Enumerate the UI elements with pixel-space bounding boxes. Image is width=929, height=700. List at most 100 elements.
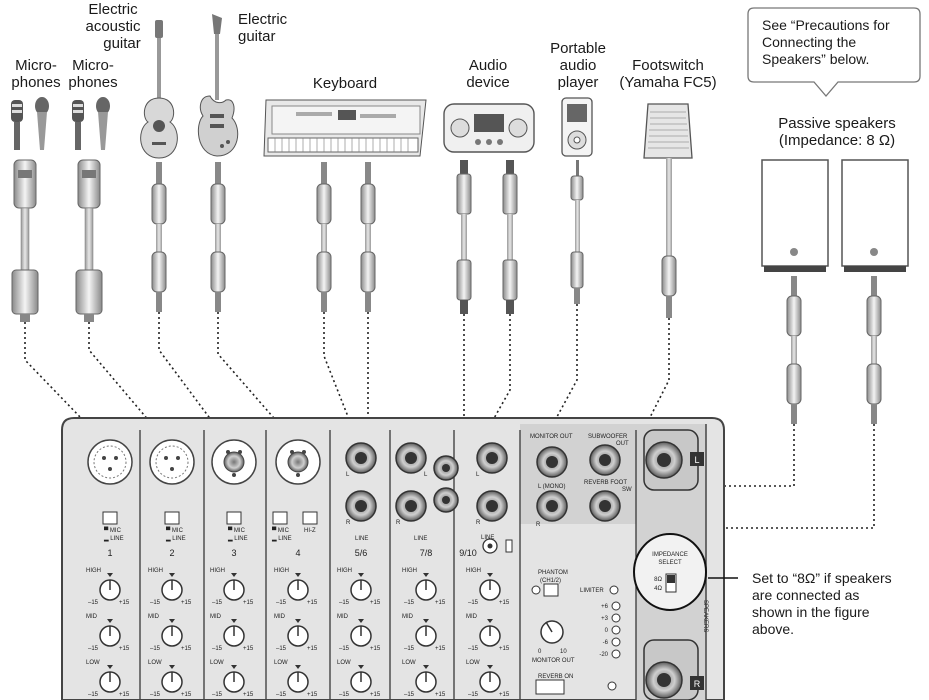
eq-knob[interactable] [479,573,501,601]
mic-label: ▀ MIC [104,526,122,534]
eq-knob[interactable] [99,619,121,647]
eq-band-label: HIGH [274,568,289,574]
eq-knob[interactable] [223,573,245,601]
subwoofer-out-jack[interactable] [589,444,621,476]
eq-min-label: –15 [339,692,350,698]
combo-jack-ch3[interactable] [211,439,257,485]
eq-knob[interactable] [350,665,372,693]
phone-jack-ch9-l[interactable] [476,442,508,474]
eq-knob[interactable] [287,665,309,693]
phone-cable-electric-guitar [210,162,226,312]
eq-min-label: –15 [468,600,479,606]
eq-max-label: +15 [181,692,192,698]
eq-knob[interactable] [99,573,121,601]
xlr-jack-ch1[interactable] [87,439,133,485]
eq-max-label: +15 [370,646,381,652]
mic-line-switch-ch3[interactable] [226,511,242,525]
line-label: ▂ LINE [103,536,124,542]
eq-knob[interactable] [415,665,437,693]
phone-jack-ch5-l[interactable] [345,442,377,474]
eq-band-label: MID [148,614,160,620]
rca-jack-ch7-l[interactable] [433,455,459,481]
meter-level-label: +3 [601,616,609,622]
jack-label-r: R [396,520,401,526]
eq-knob[interactable] [350,573,372,601]
eq-knob[interactable] [99,665,121,693]
reverb-on-button[interactable] [535,679,565,695]
eq-knob[interactable] [223,619,245,647]
speaker-out-jack-r[interactable] [643,639,699,700]
level-meter: +6+30-6-20 [599,601,621,659]
phone-jack-ch10-r[interactable] [476,490,508,522]
eq-knob[interactable] [479,665,501,693]
eq-band-label: HIGH [148,568,163,574]
eq-knob[interactable] [161,619,183,647]
eq-knob[interactable] [415,573,437,601]
keyboard-icon [263,99,427,157]
monitor-out-jack-l[interactable] [536,446,568,478]
channel-number-7-8: 7/8 [420,548,433,558]
eq-max-label: +15 [370,600,381,606]
hi-z-switch-ch4[interactable] [302,511,318,525]
knob-min-label: 0 [538,649,542,655]
eq-band-label: LOW [86,660,100,666]
eq-min-label: –15 [88,600,99,606]
xlr-jack-ch2[interactable] [149,439,195,485]
eq-knob-group: HIGH–15+15MID–15+15LOW–15+15HIGH–15+15MI… [86,568,510,698]
jack-label-l: L [346,472,350,478]
meter-led [611,649,621,659]
phone-cable-keyboard-r [360,162,376,312]
reverb-foot-sw-jack[interactable] [589,490,621,522]
eq-min-label: –15 [468,692,479,698]
eq-band-label: LOW [402,660,416,666]
eq-max-label: +15 [243,646,254,652]
eq-max-label: +15 [307,646,318,652]
phone-jack-ch6-r[interactable] [345,490,377,522]
eq-max-label: +15 [435,692,446,698]
eq-max-label: +15 [499,600,510,606]
monitor-out-jack-r[interactable] [536,490,568,522]
eq-knob[interactable] [161,665,183,693]
speaker-out-jack-l[interactable] [643,429,699,491]
eq-knob[interactable] [223,665,245,693]
eq-knob[interactable] [415,619,437,647]
portable-player-icon [561,97,593,157]
mic-line-switch-ch2[interactable] [164,511,180,525]
eq-knob[interactable] [350,619,372,647]
mic-line-switch-ch4[interactable] [272,511,288,525]
ch9-10-switch[interactable] [505,539,513,553]
xlr-cable-2 [75,159,103,322]
phantom-switch[interactable] [531,583,559,597]
svg-text:4Ω: 4Ω [654,586,662,592]
phone-cable-acoustic-guitar [151,162,167,312]
speaker-l-label: L [694,455,699,465]
condenser-mic-icon [11,100,23,150]
phone-jack-ch7-l[interactable] [395,442,427,474]
monitor-out-level-knob[interactable] [540,620,564,644]
meter-level-label: +6 [601,604,609,610]
eq-min-label: –15 [468,646,479,652]
channel-number-3: 3 [231,548,236,558]
eq-knob[interactable] [287,619,309,647]
eq-min-label: –15 [276,600,287,606]
line-text-9-10: LINE [481,535,494,541]
speaker-l-badge [690,452,704,466]
eq-knob[interactable] [161,573,183,601]
eq-min-label: –15 [212,692,223,698]
phone-jack-ch8-r[interactable] [395,490,427,522]
mic-label: ▀ MIC [166,526,184,534]
eq-band-label: HIGH [337,568,352,574]
impedance-select-switch[interactable] [665,573,677,593]
combo-jack-ch4[interactable] [275,439,321,485]
mini-jack-ch9-10[interactable] [482,538,498,554]
condenser-mic-icon [72,100,84,150]
speakers-vertical-label: SPEAKERS [702,600,708,632]
mic-line-switch-ch1[interactable] [102,511,118,525]
eq-knob[interactable] [287,573,309,601]
eq-band-label: MID [210,614,222,620]
rca-jack-ch8-r[interactable] [433,487,459,513]
eq-knob[interactable] [479,619,501,647]
electric-guitar-icon [197,14,239,157]
